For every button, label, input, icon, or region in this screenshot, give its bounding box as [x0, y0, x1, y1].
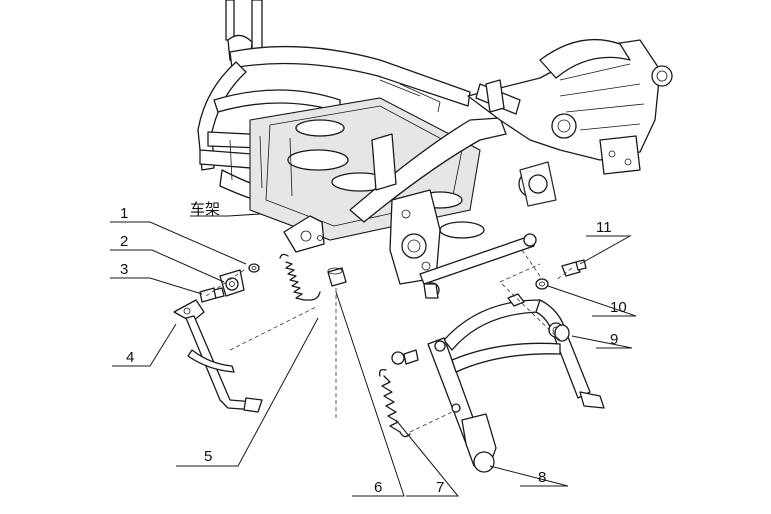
callout-3: 3 [120, 261, 128, 278]
callout-2: 2 [120, 233, 128, 250]
part-4-side-stand [173, 299, 263, 413]
callout-7: 7 [436, 479, 444, 496]
part-9-nut [554, 324, 570, 342]
callout-labels: 1 2 3 4 5 6 7 8 9 10 11 车架 [120, 200, 627, 496]
part-6-bush [327, 267, 347, 287]
leader-lines [110, 213, 637, 497]
frame-assembly [197, 0, 673, 299]
frame-label: 车架 [190, 200, 220, 218]
part-8-main-stand [427, 299, 605, 473]
part-10-washer [535, 278, 549, 290]
callout-4: 4 [126, 349, 134, 366]
part-2-switch [219, 269, 245, 297]
part-1-washer [248, 263, 260, 273]
pivot-nut [507, 293, 525, 307]
alignment-lines [205, 249, 573, 433]
callout-11: 11 [596, 219, 612, 236]
callout-8: 8 [538, 469, 546, 486]
part-5-spring [279, 253, 321, 301]
callout-5: 5 [204, 448, 212, 465]
part-3-bolt [199, 287, 225, 303]
callout-9: 9 [610, 331, 618, 348]
part-7-spring [378, 349, 419, 438]
callout-10: 10 [610, 299, 627, 316]
callout-6: 6 [374, 479, 382, 496]
callout-1: 1 [120, 205, 128, 222]
